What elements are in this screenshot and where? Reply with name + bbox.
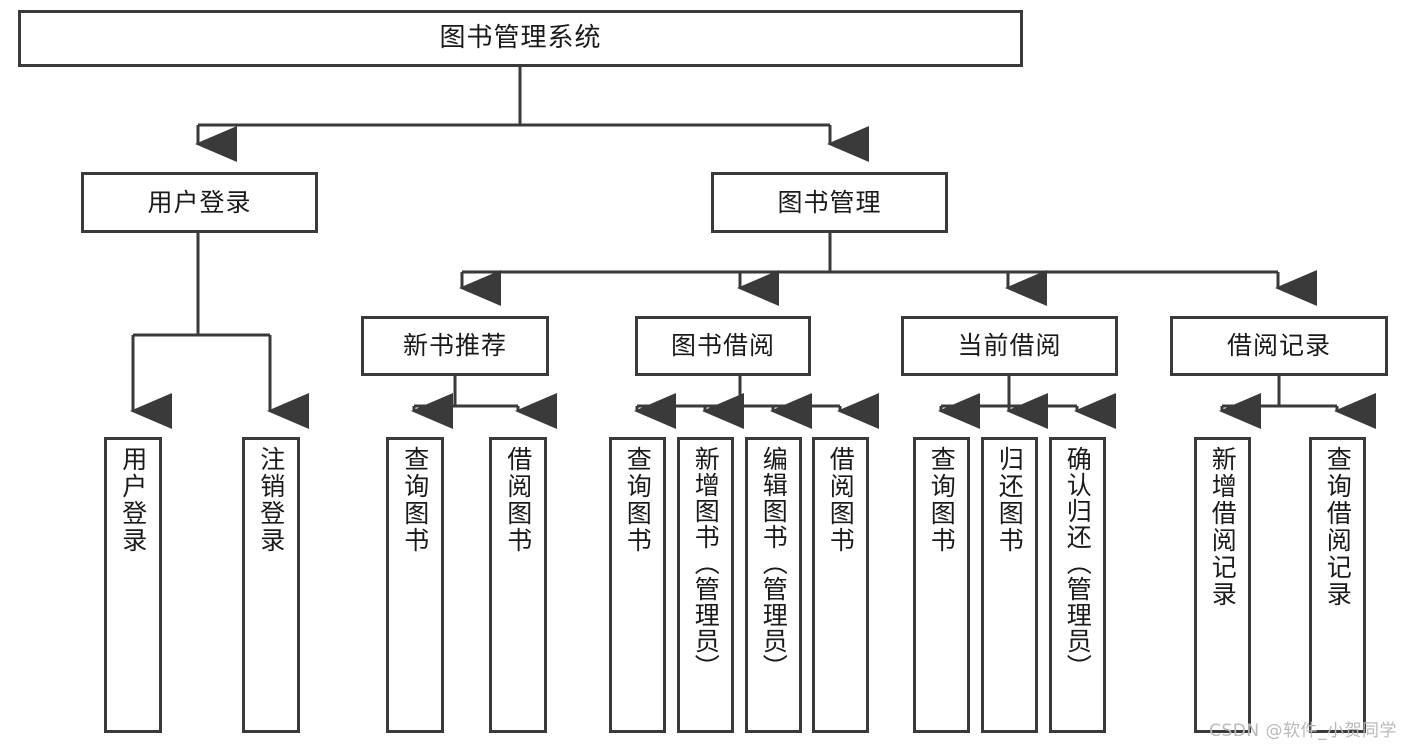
leaf-book-borrow-0[interactable]: 查询图书 <box>609 437 666 733</box>
leaf-current-borrow-1[interactable]: 归还图书 <box>981 437 1038 733</box>
leaf-borrow-record-0-label: 新增借阅记录 <box>1208 446 1238 608</box>
leaf-new-book-recommend-1-label: 借阅图书 <box>503 446 533 554</box>
leaf-current-borrow-1-label: 归还图书 <box>995 446 1025 554</box>
leaf-book-borrow-1[interactable]: 新增图书（管理员） <box>677 437 734 733</box>
leaf-current-borrow-2-label: 确认归还（管理员） <box>1063 446 1093 680</box>
node-current-borrow[interactable]: 当前借阅 <box>901 316 1118 376</box>
node-user-login[interactable]: 用户登录 <box>81 172 318 233</box>
leaf-book-borrow-0-label: 查询图书 <box>623 446 653 554</box>
node-book-borrow-label: 图书借阅 <box>670 331 775 361</box>
leaf-book-borrow-3-label: 借阅图书 <box>826 446 856 554</box>
leaf-book-borrow-2[interactable]: 编辑图书（管理员） <box>745 437 802 733</box>
node-book-manage-label: 图书管理 <box>777 187 882 217</box>
node-root-system[interactable]: 图书管理系统 <box>18 10 1023 67</box>
leaf-user-login-1-label: 注销登录 <box>256 446 286 554</box>
leaf-current-borrow-2[interactable]: 确认归还（管理员） <box>1049 437 1106 733</box>
node-user-login-label: 用户登录 <box>147 187 252 217</box>
leaf-book-borrow-2-label: 编辑图书（管理员） <box>759 446 789 680</box>
leaf-book-borrow-3[interactable]: 借阅图书 <box>812 437 869 733</box>
leaf-user-login-0-label: 用户登录 <box>118 446 148 554</box>
node-new-book-recommend[interactable]: 新书推荐 <box>361 316 549 376</box>
leaf-new-book-recommend-0[interactable]: 查询图书 <box>386 437 444 733</box>
node-book-borrow[interactable]: 图书借阅 <box>635 316 811 376</box>
node-borrow-record-label: 借阅记录 <box>1226 331 1331 361</box>
leaf-new-book-recommend-1[interactable]: 借阅图书 <box>489 437 547 733</box>
leaf-borrow-record-0[interactable]: 新增借阅记录 <box>1194 437 1251 733</box>
leaf-user-login-0[interactable]: 用户登录 <box>104 437 162 733</box>
leaf-user-login-1[interactable]: 注销登录 <box>242 437 300 733</box>
node-book-manage[interactable]: 图书管理 <box>711 172 948 233</box>
node-borrow-record[interactable]: 借阅记录 <box>1170 316 1388 376</box>
leaf-current-borrow-0-label: 查询图书 <box>927 446 957 554</box>
node-root-system-label: 图书管理系统 <box>439 23 602 54</box>
leaf-borrow-record-1[interactable]: 查询借阅记录 <box>1309 437 1366 733</box>
leaf-book-borrow-1-label: 新增图书（管理员） <box>691 446 721 680</box>
node-current-borrow-label: 当前借阅 <box>957 331 1062 361</box>
leaf-new-book-recommend-0-label: 查询图书 <box>400 446 430 554</box>
leaf-borrow-record-1-label: 查询借阅记录 <box>1323 446 1353 608</box>
csdn-watermark: CSDN @软件_小贺同学 <box>1209 721 1397 741</box>
leaf-current-borrow-0[interactable]: 查询图书 <box>913 437 970 733</box>
node-new-book-recommend-label: 新书推荐 <box>402 331 507 361</box>
